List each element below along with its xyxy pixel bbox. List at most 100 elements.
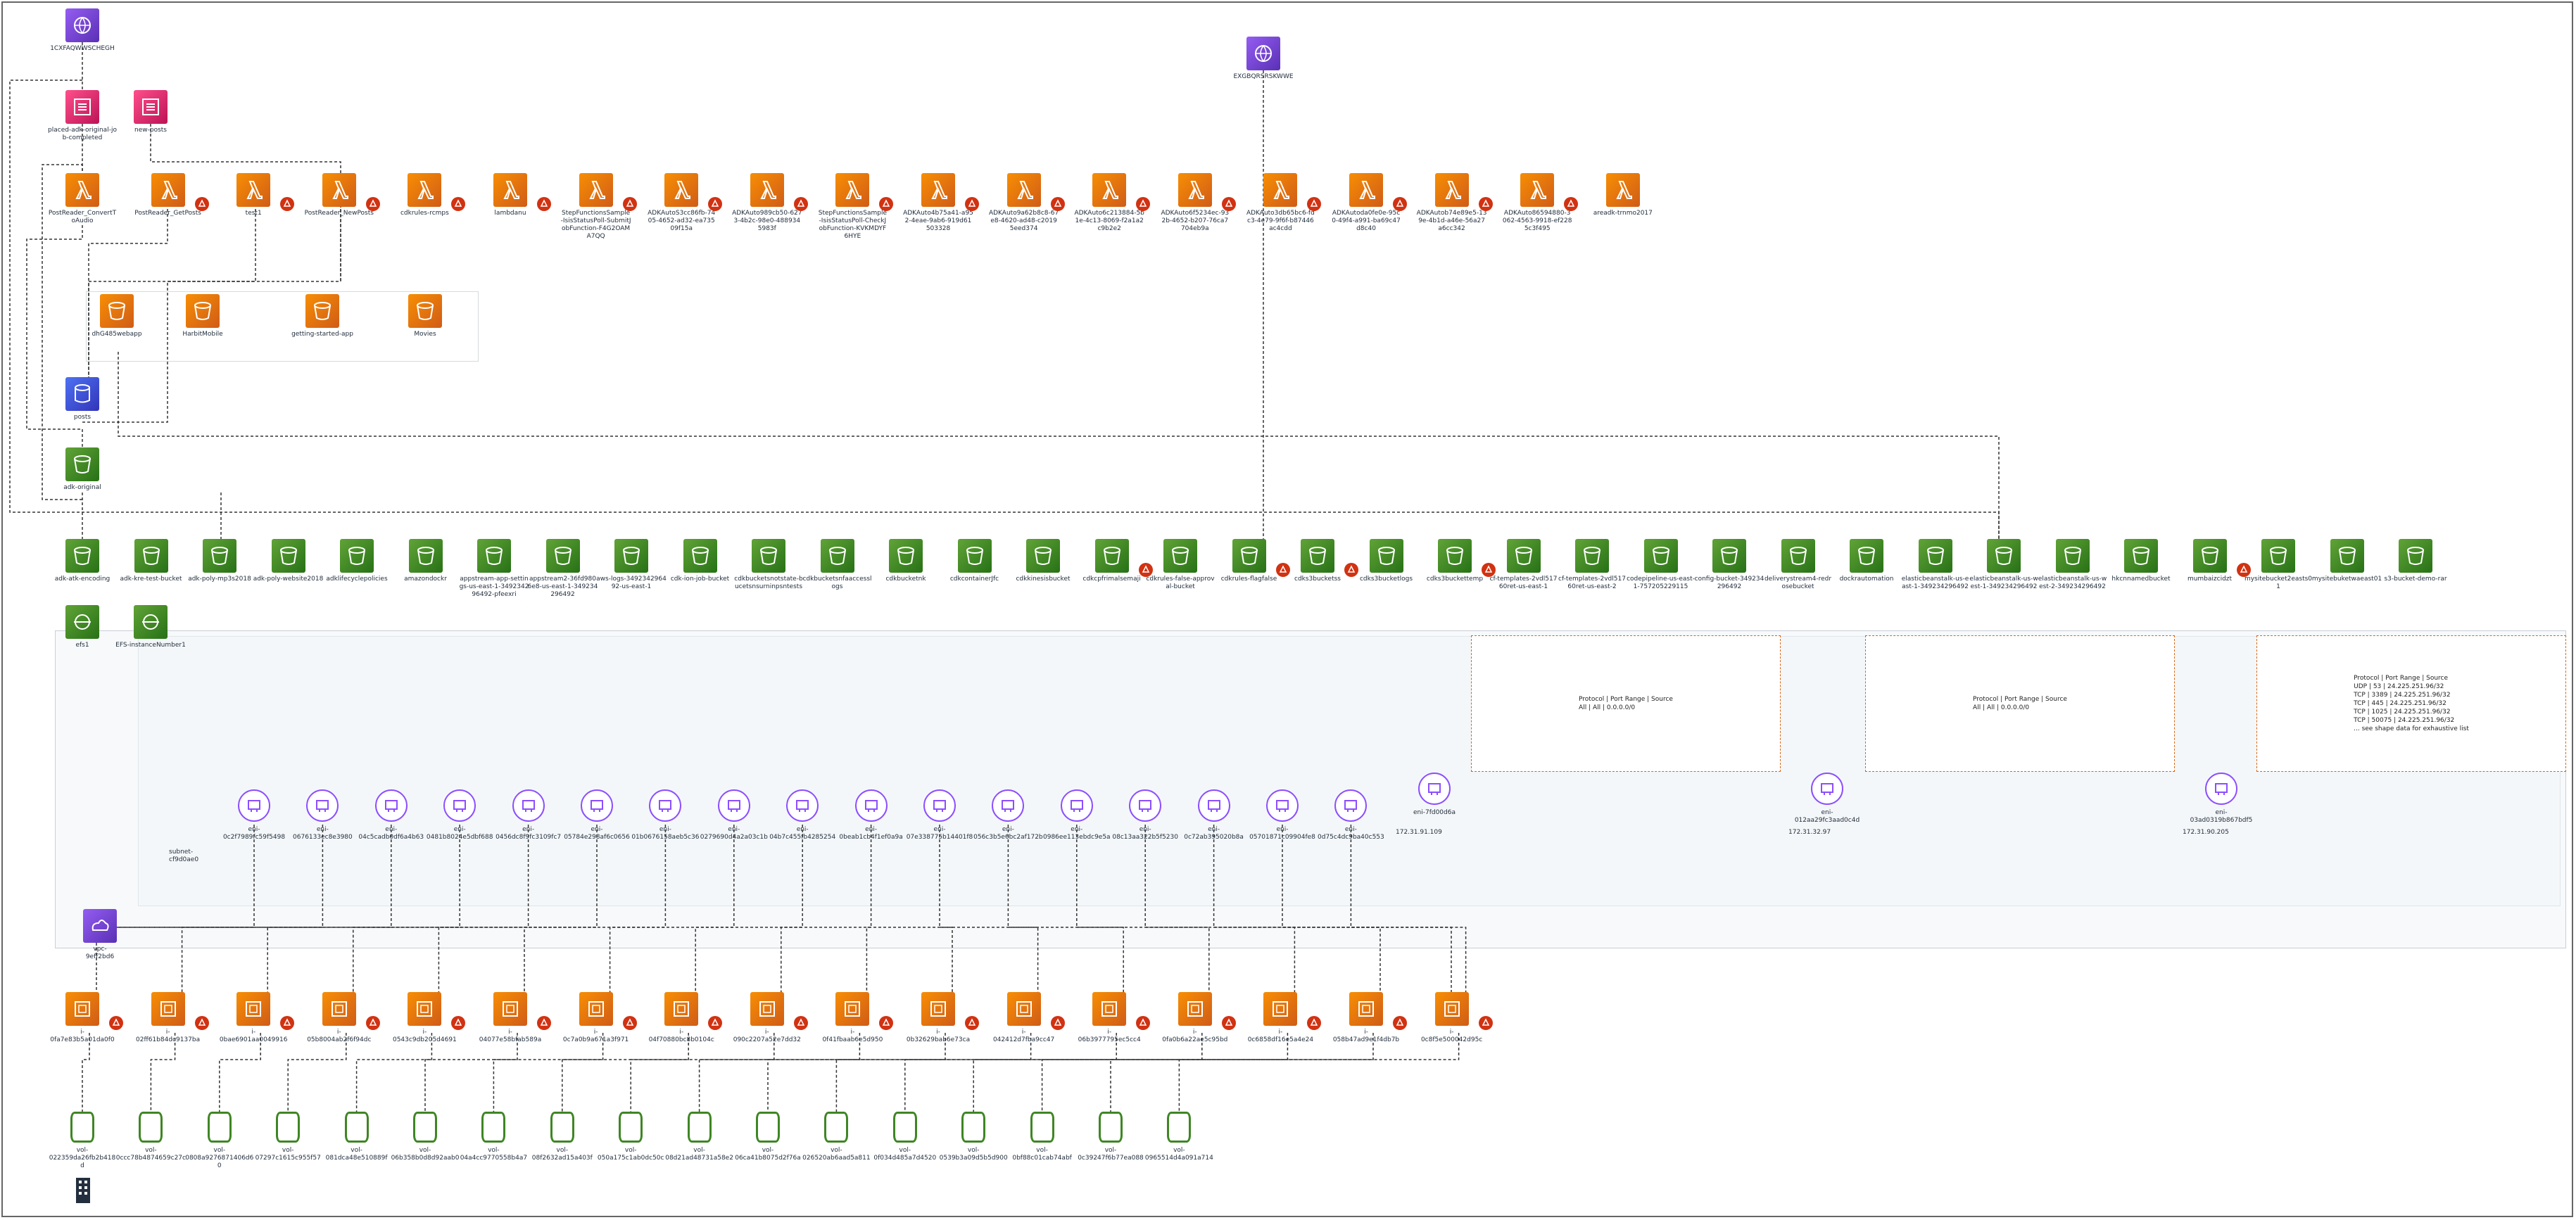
ebs-volume-node[interactable]: vol- 04a4cc9770558b4a7: [458, 1112, 529, 1162]
ebs-volume-node[interactable]: vol- 026520ab6aad5a811: [801, 1112, 871, 1162]
efs-node[interactable]: efs1: [47, 605, 118, 649]
ebs-volume-node[interactable]: vol- 08f2632ad15a403f: [527, 1112, 598, 1162]
lambda-function-node[interactable]: PostReader_NewPosts: [304, 173, 374, 217]
ebs-volume-node[interactable]: vol- 0ccc78b4874659c27c: [115, 1112, 186, 1162]
s3-bucket-node[interactable]: appstream2-36fd9806e8-us-east-1-34923429…: [528, 539, 598, 599]
s3-bucket-node[interactable]: adk-original: [47, 447, 118, 492]
ebs-volume-node[interactable]: vol- 081dca48e510889f: [322, 1112, 392, 1162]
account-node[interactable]: EXGBQRSRSKWWE: [1228, 37, 1299, 81]
lambda-function-node[interactable]: cdkrules-rcmps: [389, 173, 460, 217]
eni-node[interactable]: eni- 0456dc8f9fc3109fc7: [490, 789, 567, 841]
ebs-volume-node[interactable]: vol- 06ca41b8075d2f76a: [733, 1112, 803, 1162]
eni-node[interactable]: eni- 0676133ec8e3980: [284, 789, 361, 841]
efs-node[interactable]: EFS-instanceNumber1: [115, 605, 186, 649]
s3-bucket-node[interactable]: cdkrules-false-approval-bucket: [1145, 539, 1216, 591]
s3-bucket-node[interactable]: mumbaizcidzt: [2175, 539, 2245, 583]
eni-node[interactable]: eni- 07e338775b14401f8: [901, 789, 978, 841]
s3-bucket-node[interactable]: cdkrules-flagfalse: [1214, 539, 1284, 583]
amplify-app-node[interactable]: Movies: [390, 294, 460, 338]
lambda-function-node[interactable]: ADKAutoS3cc86fb-7405-4652-ad32-ea73509f1…: [646, 173, 716, 233]
ec2-instance-node[interactable]: i- 05b8004ab2f6f94dc: [304, 992, 374, 1044]
lambda-function-node[interactable]: ADKAutob74e89e5-139e-4b1d-a46e-56a27a6cc…: [1417, 173, 1487, 233]
dynamodb-table-node[interactable]: posts: [47, 377, 118, 421]
s3-bucket-node[interactable]: codepipeline-us-east-1-757205229115: [1626, 539, 1696, 591]
s3-bucket-node[interactable]: deliverystream4-redrosebucket: [1763, 539, 1833, 591]
eni-node[interactable]: eni- 0c2f7989fc59f5498: [215, 789, 293, 841]
eni-node[interactable]: eni- 01b0676158aeb5c36: [626, 789, 704, 841]
ebs-volume-node[interactable]: vol- 0965514d4a091a714: [1144, 1112, 1214, 1162]
eni-node[interactable]: eni- 05701871c09904fe8: [1244, 789, 1321, 841]
ec2-instance-node[interactable]: i- 058b47ad9e1f4db7b: [1331, 992, 1401, 1044]
s3-bucket-node[interactable]: adk-atk-encoding: [47, 539, 118, 583]
security-group-rules[interactable]: Protocol | Port Range | Source All | All…: [1865, 635, 2175, 772]
lambda-function-node[interactable]: PostReader_ConvertToAudio: [47, 173, 118, 225]
security-group-rules[interactable]: Protocol | Port Range | Source UDP | 53 …: [2256, 635, 2566, 772]
ebs-volume-node[interactable]: vol- 0539b3a09d5b5d900: [938, 1112, 1009, 1162]
eni-node[interactable]: eni- 0d75c4dc9ba40c553: [1312, 789, 1389, 841]
lambda-function-node[interactable]: ADKAuto3db65bc6-fdc3-4e79-9f6f-b87446ac4…: [1245, 173, 1315, 233]
ebs-volume-node[interactable]: vol- 0bf88c01cab74abf: [1007, 1112, 1078, 1162]
s3-bucket-node[interactable]: cdks3bucketss: [1282, 539, 1353, 583]
s3-bucket-node[interactable]: adklifecyclepolicies: [322, 539, 392, 583]
eni-node[interactable]: eni- 0986ee113ebdc9e5a: [1038, 789, 1116, 841]
s3-bucket-node[interactable]: adk-poly-mp3s2018: [184, 539, 255, 583]
ec2-instance-node[interactable]: i- 06b3977795ec5cc4: [1074, 992, 1144, 1044]
lambda-function-node[interactable]: ADKAuto9a62b8c8-67e8-4620-ad48-c20195eed…: [989, 173, 1059, 233]
vpc-node[interactable]: vpc- 9eff2bd6: [65, 909, 135, 961]
lambda-function-node[interactable]: StepFunctionsSample-IsisStatusPoll-Submi…: [561, 173, 631, 241]
ec2-instance-node[interactable]: i- 0f41fbaab6e5d950: [817, 992, 888, 1044]
lambda-function-node[interactable]: StepFunctionsSample-IsisStatusPoll-Check…: [817, 173, 888, 241]
ebs-volume-node[interactable]: vol- 022359da26fb2b418d: [47, 1112, 118, 1170]
s3-bucket-node[interactable]: elasticbeanstalk-us-east-1-349234296492: [1900, 539, 1971, 591]
s3-bucket-node[interactable]: mysitebucket2easts01: [2243, 539, 2313, 591]
lambda-function-node[interactable]: test1: [218, 173, 289, 217]
ec2-instance-node[interactable]: i- 0543c9db205d4691: [389, 992, 460, 1044]
s3-bucket-node[interactable]: cdkkinesisbucket: [1008, 539, 1078, 583]
ebs-volume-node[interactable]: vol- 050a175c1ab0dc50c: [595, 1112, 666, 1162]
ec2-instance-node[interactable]: i- 02ff61b84dc9137ba: [133, 992, 203, 1044]
eni-node[interactable]: eni- 0481b8024e5dbf688: [421, 789, 498, 841]
s3-bucket-node[interactable]: s3-bucket-demo-rar: [2380, 539, 2451, 583]
s3-bucket-node[interactable]: cf-templates-2vdl51760ret-us-east-1: [1489, 539, 1559, 591]
s3-bucket-node[interactable]: adk-poly-website2018: [253, 539, 324, 583]
ec2-instance-node[interactable]: i- 0c6858df16e5a4e24: [1245, 992, 1315, 1044]
eni-node[interactable]: eni- 04c5cadb0df6a4b63: [353, 789, 430, 841]
ec2-instance-node[interactable]: i- 0fa0b6a22ae5c95bd: [1160, 992, 1230, 1044]
amplify-app-node[interactable]: getting-started-app: [287, 294, 358, 338]
eni-node[interactable]: eni- 012aa29fc3aad0c4d: [1788, 773, 1866, 825]
eni-node[interactable]: eni- 0c72ab395020b8a: [1175, 789, 1253, 841]
ec2-instance-node[interactable]: i- 0bae6901aa0049916: [218, 992, 289, 1044]
security-group-rules[interactable]: Protocol | Port Range | Source All | All…: [1471, 635, 1781, 772]
s3-bucket-node[interactable]: hkcnnamedbucket: [2106, 539, 2176, 583]
s3-bucket-node[interactable]: adk-kre-test-bucket: [116, 539, 187, 583]
ec2-instance-node[interactable]: i- 04f70880bc8b0104c: [646, 992, 716, 1044]
ec2-instance-node[interactable]: i- 04077e58bfab589a: [475, 992, 545, 1044]
s3-bucket-node[interactable]: mysitebuketwaeast01: [2312, 539, 2382, 583]
ec2-instance-node[interactable]: i- 0fa7e83b5a01da0f0: [47, 992, 118, 1044]
eni-node[interactable]: eni- 04b7c455fb4285254: [764, 789, 841, 841]
amplify-app-node[interactable]: dhG485webapp: [82, 294, 152, 338]
ebs-volume-node[interactable]: vol- 08d21ad48731a58e2: [664, 1112, 735, 1162]
lambda-function-node[interactable]: lambdanu: [475, 173, 545, 217]
lambda-function-node[interactable]: ADKAuto86594880-3062-4563-9918-ef2285c3f…: [1502, 173, 1572, 233]
eni-node[interactable]: eni- 0beab1cb4f1ef0a9a: [833, 789, 910, 841]
eni-node[interactable]: eni- 0279690d4a2a03c1b: [695, 789, 773, 841]
lambda-function-node[interactable]: ADKAuto6c213884-5b1e-4c13-8069-f2a1a2c9b…: [1074, 173, 1144, 233]
ec2-instance-node[interactable]: i- 042412d7fba9cc47: [989, 992, 1059, 1044]
amplify-app-node[interactable]: HarbitMobile: [168, 294, 238, 338]
s3-bucket-node[interactable]: cdkbucketsnotstate-bucetsnsurninpsntests: [733, 539, 804, 591]
s3-bucket-node[interactable]: dockrautomation: [1831, 539, 1902, 583]
ebs-volume-node[interactable]: vol- 06b358b0d8d92aab0: [390, 1112, 460, 1162]
ec2-instance-node[interactable]: i- 0b32629bab6e73ca: [903, 992, 973, 1044]
lambda-function-node[interactable]: ADKAuto6f5234ec-932b-4652-b207-76ca7704e…: [1160, 173, 1230, 233]
s3-bucket-node[interactable]: cdkcpfrimalsemaji: [1077, 539, 1147, 583]
s3-bucket-node[interactable]: elasticbeanstalk-us-west-2-349234296492: [2038, 539, 2108, 591]
lambda-function-node[interactable]: PostReader_GetPosts: [133, 173, 203, 217]
s3-bucket-node[interactable]: appstream-app-settings-us-east-1-3492342…: [459, 539, 529, 599]
s3-bucket-node[interactable]: cdkbucketnk: [871, 539, 941, 583]
ec2-instance-node[interactable]: i- 0c7a0b9a671a3f971: [561, 992, 631, 1044]
account-node[interactable]: 1CXFAQWWSCHEGH: [47, 8, 118, 53]
ebs-volume-node[interactable]: vol- 0f034d485a7d4520: [870, 1112, 940, 1162]
eni-node[interactable]: eni- 05784e298af6c0656: [558, 789, 636, 841]
api-gateway-node[interactable]: placed-adk-original-job-completed: [47, 90, 118, 142]
